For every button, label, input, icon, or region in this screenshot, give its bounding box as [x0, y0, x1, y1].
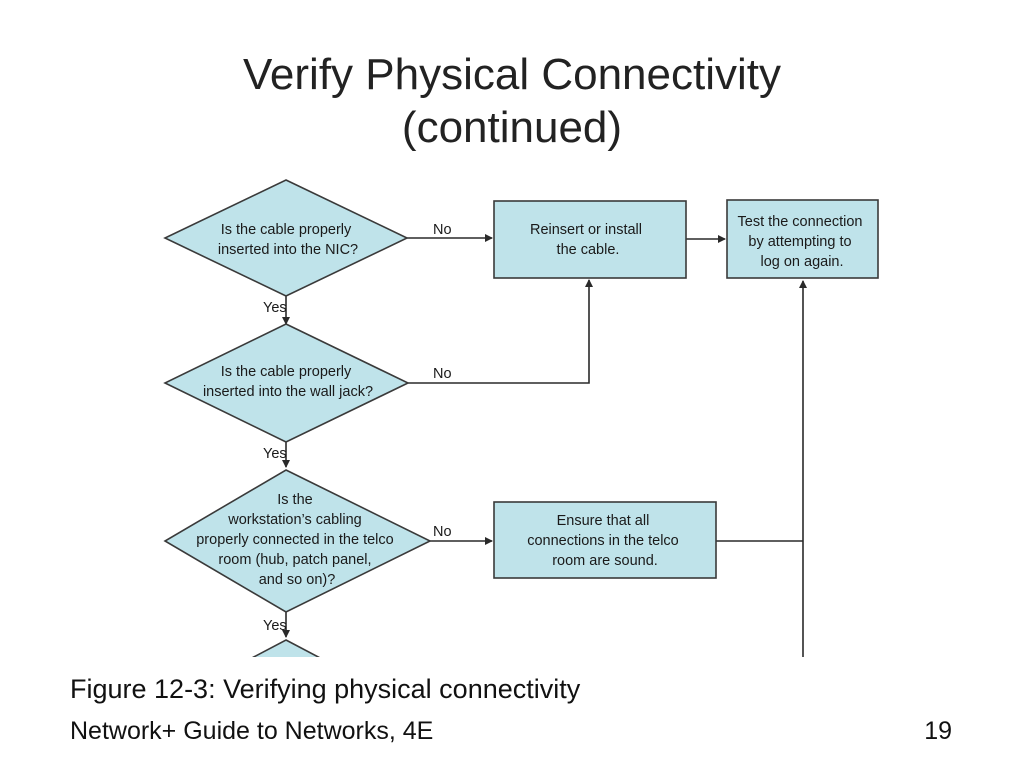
decision-cable-wall-jack-text: Is the cable properly inserted into the … [203, 364, 373, 400]
decision-telco-cabling [163, 469, 432, 613]
footer-text: Network+ Guide to Networks, 4E [70, 717, 434, 745]
title-line-1: Verify Physical Connectivity [243, 50, 781, 99]
label-no-3: No [433, 524, 452, 540]
label-no-2: No [433, 366, 452, 382]
action-ensure-telco-text: Ensure that all connections in the telco… [527, 513, 683, 569]
decision-cable-wall-jack [163, 323, 410, 443]
label-yes-3: Yes [263, 618, 287, 634]
label-no-1: No [433, 222, 452, 238]
slide-title: Verify Physical Connectivity (continued) [0, 48, 1024, 154]
connector-d2-no [408, 279, 593, 384]
decision-next-partial [251, 639, 321, 657]
decision-cable-nic-text: Is the cable properly inserted into the … [218, 222, 358, 258]
figure-caption: Figure 12-3: Verifying physical connecti… [70, 674, 581, 704]
action-reinsert-cable-text: Reinsert or install the cable. [530, 222, 646, 258]
action-test-connection [726, 199, 879, 279]
label-yes-1: Yes [263, 300, 287, 316]
label-yes-2: Yes [263, 446, 287, 462]
action-ensure-telco [493, 501, 717, 579]
action-test-connection-text: Test the connection by attempting to log… [738, 214, 867, 270]
decision-cable-nic [163, 179, 409, 297]
decision-telco-cabling-text: Is the workstation’s cabling properly co… [196, 492, 398, 588]
action-reinsert-cable [493, 200, 687, 279]
page-number: 19 [924, 717, 952, 745]
title-line-2: (continued) [401, 103, 623, 152]
